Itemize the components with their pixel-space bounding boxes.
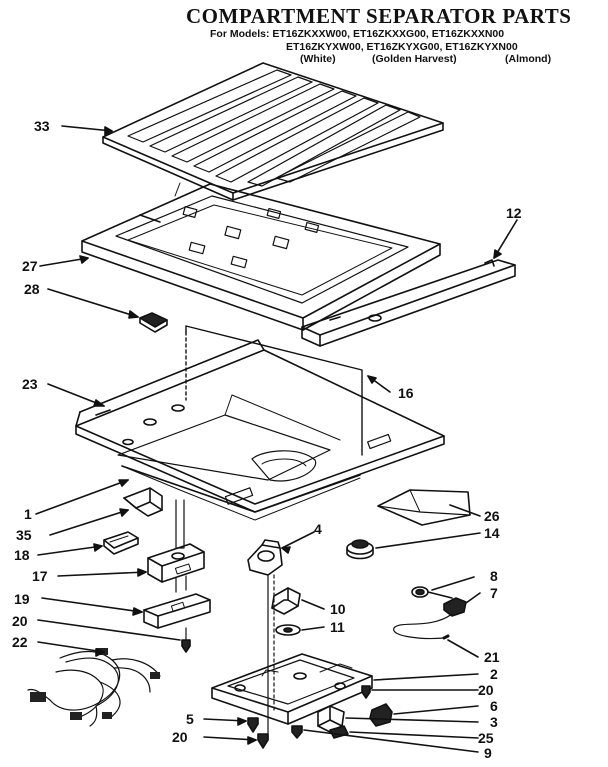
callout-20-left: 20 <box>12 613 28 629</box>
callout-5: 5 <box>186 711 194 727</box>
model-list: For Models: ET16ZKXXW00, ET16ZKXXG00, ET… <box>210 28 518 54</box>
part-10-clip <box>271 587 301 615</box>
leader-18 <box>37 545 103 556</box>
leader-11 <box>301 626 325 631</box>
part-33-grille <box>102 62 444 201</box>
callout-2: 2 <box>490 666 498 682</box>
leader-26 <box>449 504 481 517</box>
callout-17: 17 <box>32 568 48 584</box>
callout-16: 16 <box>398 385 414 401</box>
leader-20a <box>37 619 181 641</box>
part-7-lamp <box>443 597 467 617</box>
part-19-bracket <box>143 575 211 643</box>
callout-18: 18 <box>14 547 30 563</box>
leader-19 <box>41 597 143 613</box>
color-almond: (Almond) <box>505 53 552 65</box>
leader-2 <box>373 673 479 681</box>
part-21-cord <box>393 613 453 640</box>
color-white: (White) <box>300 53 336 65</box>
callout-4: 4 <box>314 521 322 537</box>
callout-12: 12 <box>506 205 522 221</box>
callout-14: 14 <box>484 525 500 541</box>
color-golden-harvest: (Golden Harvest) <box>372 53 457 65</box>
callout-27: 27 <box>22 258 38 274</box>
callout-22: 22 <box>12 634 28 650</box>
callout-26: 26 <box>484 508 500 524</box>
leader-25 <box>349 731 479 739</box>
callout-35: 35 <box>16 527 32 543</box>
part-27-top-pan <box>81 182 441 331</box>
leader-6 <box>393 705 479 715</box>
callout-19: 19 <box>14 591 30 607</box>
leader-3 <box>345 717 479 723</box>
callout-8: 8 <box>490 568 498 584</box>
callout-33: 33 <box>34 118 50 134</box>
part-20-screw-left <box>181 639 191 653</box>
part-12-rail <box>301 259 516 347</box>
part-5-screw <box>247 717 259 733</box>
part-6-lamp <box>369 703 393 727</box>
part-11-washer <box>275 624 301 636</box>
callout-1: 1 <box>24 506 32 522</box>
callout-25: 25 <box>478 730 494 746</box>
leader-27 <box>39 257 89 267</box>
leader-1 <box>35 479 129 515</box>
leader-9 <box>303 729 479 753</box>
callout-6: 6 <box>490 698 498 714</box>
callout-9: 9 <box>484 745 492 761</box>
leader-35 <box>49 509 129 536</box>
part-25-clip <box>329 725 349 739</box>
part-26-pad <box>377 489 471 526</box>
callout-10: 10 <box>330 601 346 617</box>
leader-8 <box>431 576 475 591</box>
leader-14 <box>375 532 481 549</box>
part-16-wire <box>185 325 363 456</box>
callout-28: 28 <box>24 281 40 297</box>
callout-20-bottom: 20 <box>172 729 188 745</box>
page-title: COMPARTMENT SEPARATOR PARTS <box>186 4 572 28</box>
part-23-separator <box>75 339 445 521</box>
leader-4 <box>281 531 315 549</box>
leader-22 <box>37 641 105 653</box>
model-line-1: For Models: ET16ZKXXW00, ET16ZKXXG00, ET… <box>210 28 505 40</box>
part-14-grommet <box>346 539 374 560</box>
leader-33 <box>61 125 113 132</box>
callout-11: 11 <box>330 619 345 635</box>
part-35-clip <box>123 487 163 517</box>
callout-21: 21 <box>484 649 500 665</box>
callout-3: 3 <box>490 714 498 730</box>
part-17-housing <box>147 543 205 583</box>
part-20-screw-right <box>361 685 371 699</box>
part-2-housing <box>211 653 373 725</box>
part-20-screw-bottom <box>257 733 269 749</box>
leader-7 <box>465 592 481 604</box>
callout-20-right: 20 <box>478 682 494 698</box>
leader-10 <box>301 599 325 610</box>
callout-7: 7 <box>490 585 498 601</box>
part-8-socket <box>411 586 453 599</box>
leader-21 <box>447 639 479 658</box>
part-28-pad <box>139 312 168 333</box>
callout-23: 23 <box>22 376 38 392</box>
part-4-bracket <box>247 539 283 741</box>
part-18-insert <box>103 531 139 555</box>
part-22-wire-harness <box>27 648 161 727</box>
leader-28 <box>47 288 139 318</box>
leader-17 <box>57 571 147 577</box>
part-9-screw <box>291 725 303 739</box>
model-line-2: ET16ZKYXW00, ET16ZKYXG00, ET16ZKYXN00 <box>286 41 518 53</box>
